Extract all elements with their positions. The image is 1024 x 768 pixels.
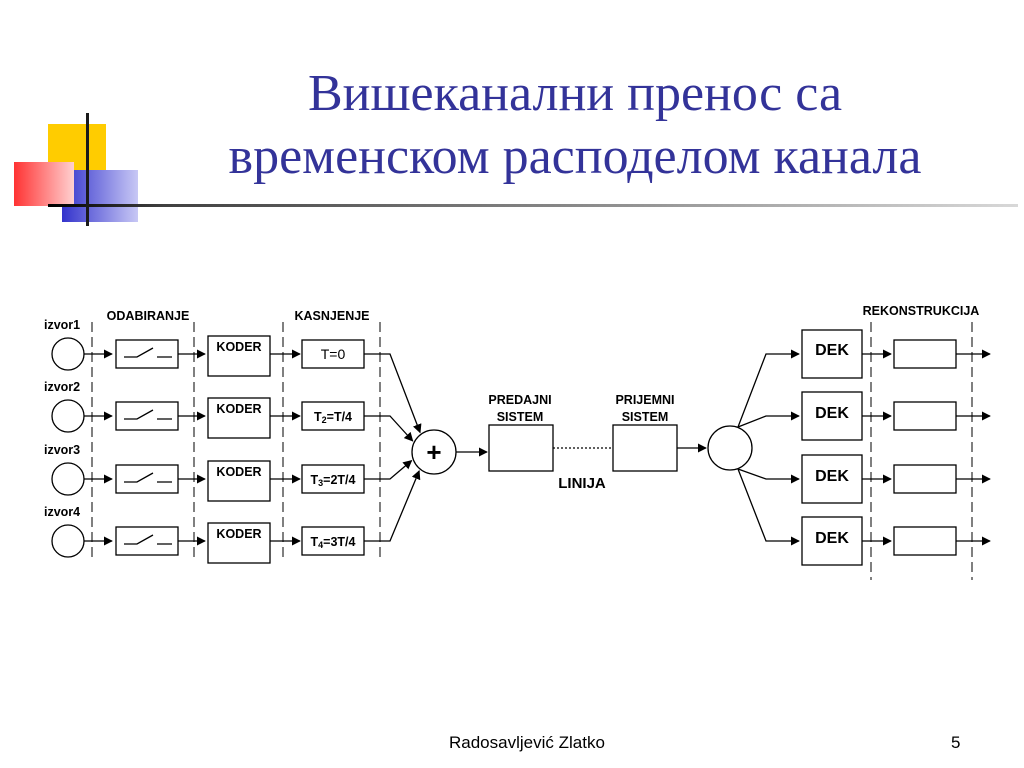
source-label: izvor3: [44, 443, 80, 457]
deco-blue-square: [62, 170, 138, 222]
reconstruction-filter-box: [893, 339, 957, 369]
deco-vertical-line: [86, 113, 89, 226]
decoder-label: DEK: [815, 342, 849, 359]
adder-symbol: +: [426, 437, 441, 467]
transmitter-label-line2: SISTEM: [497, 410, 544, 424]
delay-label-subscript: 2: [322, 415, 327, 425]
source-label: izvor2: [44, 380, 80, 394]
delay-label: T3=2T/4: [311, 473, 356, 488]
delay-label-main: T: [314, 410, 322, 424]
receiver-box: [612, 424, 678, 472]
coder-label: KODER: [216, 340, 261, 354]
decoder-label: DEK: [815, 530, 849, 547]
source-circle: [51, 462, 85, 496]
link-label: LINIJA: [558, 475, 606, 492]
coder-label: KODER: [216, 402, 261, 416]
delay-box: [301, 526, 365, 556]
distributor-arrow: [737, 468, 800, 546]
delay-label-subscript: 4: [318, 540, 323, 550]
footer-author: Radosavljević Zlatko: [449, 733, 605, 752]
transmitter-label-line1: PREDAJNI: [488, 393, 551, 407]
distributor-arrow: [737, 468, 800, 484]
delay-box: [301, 339, 365, 369]
coder-box: [207, 522, 271, 564]
delay-to-adder-arrow: [364, 470, 421, 542]
slide-title: Вишеканални пренос са временском расподе…: [140, 62, 1010, 188]
section-label-selection: ODABIRANJE: [107, 309, 190, 323]
output-channels: DEK DEK DEK DEK: [737, 329, 991, 566]
distributor-arrow: [737, 411, 800, 428]
selector-switch-box: [115, 339, 179, 369]
source-label: izvor4: [44, 505, 80, 519]
delay-to-adder-arrow: [364, 460, 413, 480]
delay-label-rest: =3T/4: [323, 535, 355, 549]
delay-box: [301, 464, 365, 494]
delay-label-main: T=0: [321, 346, 346, 362]
delay-to-adder-arrow: [364, 353, 422, 434]
delay-label-main: T: [311, 473, 319, 487]
delay-label: T2=T/4: [314, 410, 352, 425]
coder-label: KODER: [216, 465, 261, 479]
reconstruction-filter-box: [893, 401, 957, 431]
output-channel: DEK: [737, 329, 991, 428]
coder-box: [207, 335, 271, 377]
receiver-label-line1: PRIJEMNI: [615, 393, 674, 407]
output-channel: DEK: [737, 391, 991, 441]
distributor-circle: [707, 425, 753, 471]
section-label-delay: KASNJENJE: [294, 309, 369, 323]
distributor-arrow: [737, 349, 800, 428]
delay-label-subscript: 3: [318, 478, 323, 488]
receiver-label-line2: SISTEM: [622, 410, 669, 424]
decoder-label: DEK: [815, 405, 849, 422]
coder-box: [207, 460, 271, 502]
delay-label: T=0: [321, 346, 346, 362]
source-label: izvor1: [44, 318, 80, 332]
delay-label-rest: =2T/4: [323, 473, 355, 487]
decoder-label: DEK: [815, 468, 849, 485]
slide-title-line1: Вишеканални пренос са: [307, 65, 843, 122]
dashed-separators: [91, 322, 973, 580]
transmitter-box: [488, 424, 554, 472]
decoder-box: [801, 391, 863, 441]
source-circle: [51, 399, 85, 433]
switch-icon: [124, 347, 172, 358]
switch-icon: [124, 534, 172, 545]
reconstruction-filter-box: [893, 526, 957, 556]
selector-switch-box: [115, 464, 179, 494]
deco-red-square: [14, 162, 74, 206]
switch-icon: [124, 472, 172, 483]
delay-label-main: T: [311, 535, 319, 549]
deco-title-rule: [48, 204, 1018, 207]
switch-icon: [124, 409, 172, 420]
reconstruction-filter-box: [893, 464, 957, 494]
source-circle: [51, 524, 85, 558]
delay-to-adder-arrow: [364, 415, 414, 442]
page-number: 5: [951, 733, 961, 752]
coder-box: [207, 397, 271, 439]
selector-switch-box: [115, 401, 179, 431]
slide-title-line2: временском расподелом канала: [228, 128, 922, 185]
decoder-box: [801, 516, 863, 566]
output-channel: DEK: [737, 468, 991, 566]
selector-switch-box: [115, 526, 179, 556]
delay-label: T4=3T/4: [311, 535, 356, 550]
decoder-box: [801, 454, 863, 504]
delay-label-rest: =T/4: [327, 410, 352, 424]
delay-box: [301, 401, 365, 431]
output-channel: DEK: [737, 454, 991, 504]
coder-label: KODER: [216, 527, 261, 541]
source-circle: [51, 337, 85, 371]
section-label-reconstruction: REKONSTRUKCIJA: [863, 304, 980, 318]
